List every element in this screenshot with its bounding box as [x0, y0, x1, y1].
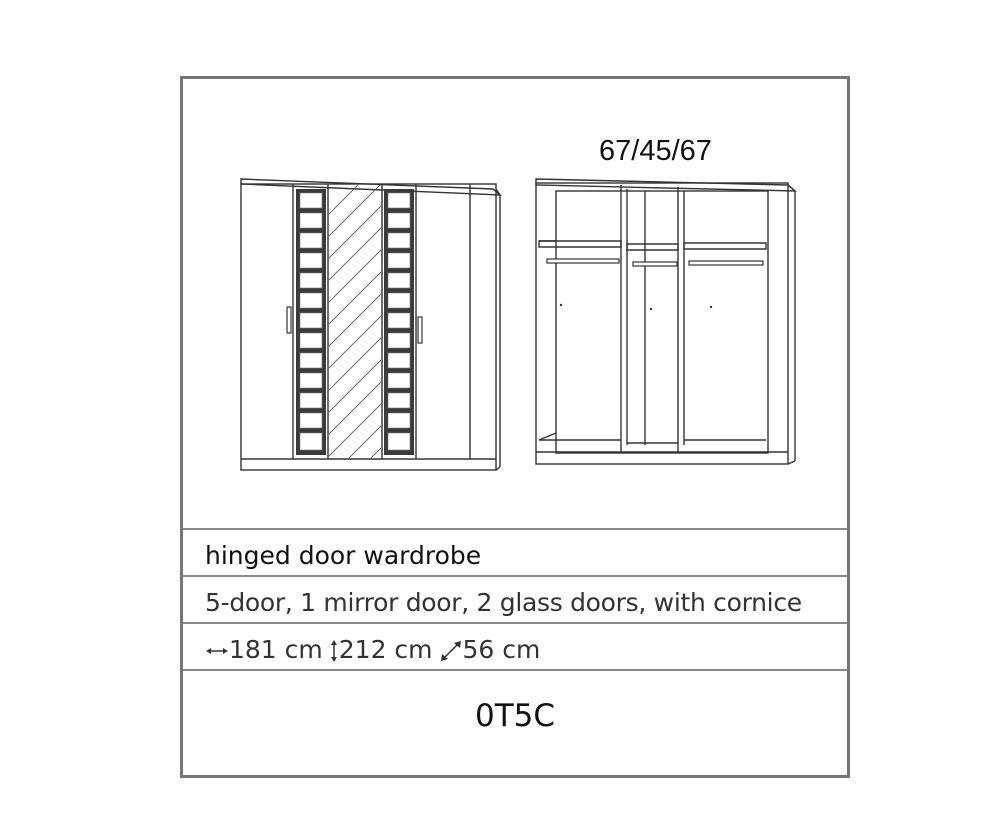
- wardrobe-front-view: [240, 178, 502, 471]
- product-type: hinged door wardrobe: [183, 528, 847, 575]
- product-card: 67/45/67: [180, 76, 850, 778]
- vertical-arrow-icon: [330, 640, 337, 662]
- product-code: 0T5C: [183, 669, 847, 775]
- width-value: 181 cm: [229, 635, 323, 664]
- diagonal-arrow-icon: [440, 641, 461, 661]
- product-description: 5-door, 1 mirror door, 2 glass doors, wi…: [183, 575, 847, 622]
- depth-value: 56 cm: [462, 635, 541, 664]
- wardrobe-drawing-area: 67/45/67: [183, 79, 847, 529]
- product-dimensions: 181 cm 212 cm 56 cm: [183, 622, 847, 669]
- wardrobe-interior-view: [535, 178, 797, 465]
- horizontal-arrow-icon: [206, 648, 228, 654]
- compartment-widths-label: 67/45/67: [599, 135, 712, 167]
- height-value: 212 cm: [338, 635, 433, 664]
